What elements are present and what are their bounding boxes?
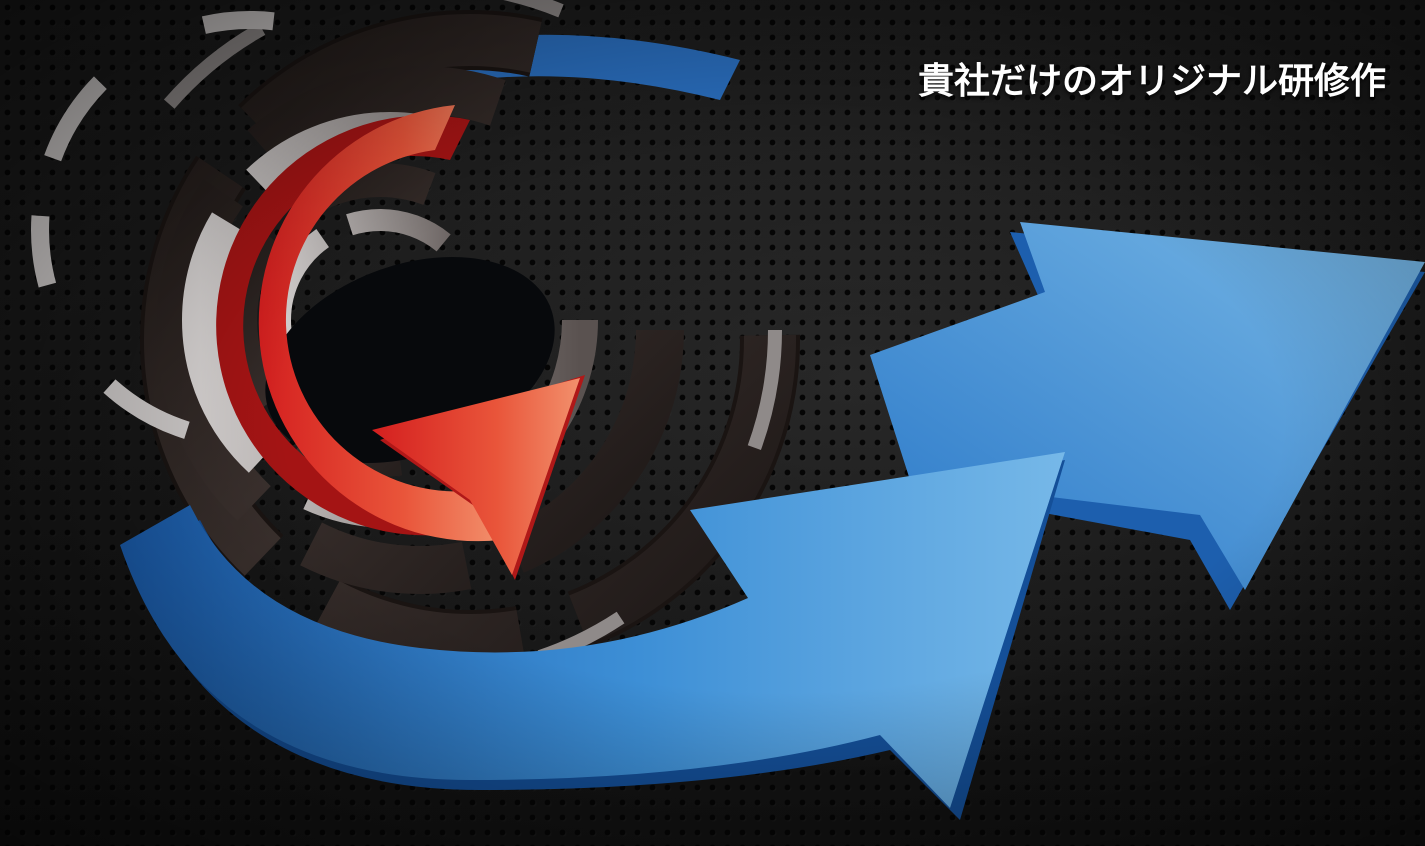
banner-headline: 貴社だけのオリジナル研修作 bbox=[918, 61, 1387, 102]
concentric-rings-icon bbox=[31, 0, 800, 682]
